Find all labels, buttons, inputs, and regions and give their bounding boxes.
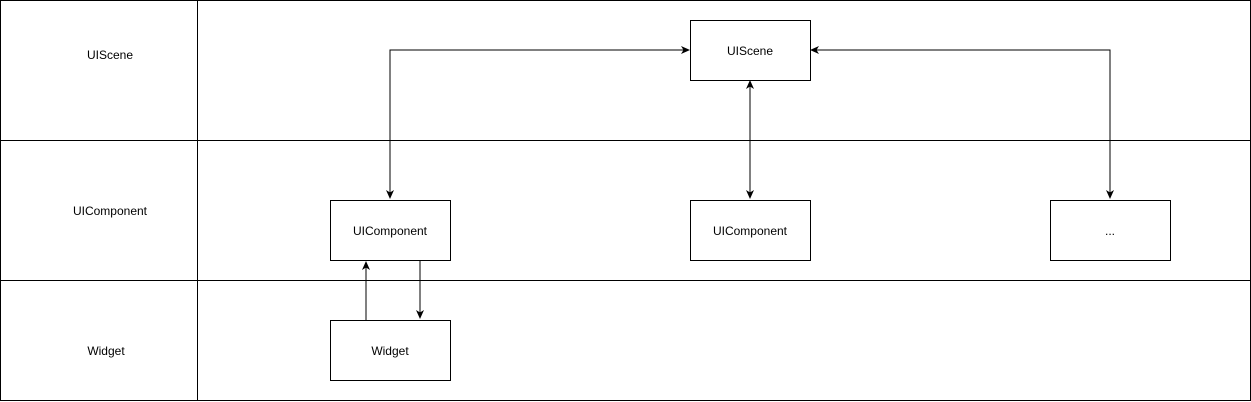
node-component-more[interactable]: ... <box>1050 200 1171 261</box>
node-widget[interactable]: Widget <box>330 320 451 381</box>
node-component-left[interactable]: UIComponent <box>330 200 451 261</box>
edge-scene-component-left <box>386 46 690 199</box>
edges <box>362 46 1114 320</box>
node-component-mid-label: UIComponent <box>713 224 788 238</box>
node-component-mid[interactable]: UIComponent <box>690 200 811 261</box>
node-scene[interactable]: UIScene <box>690 20 811 81</box>
node-widget-box <box>330 320 451 381</box>
node-component-left-box <box>330 200 451 261</box>
node-scene-label: UIScene <box>727 44 773 58</box>
node-component-more-box <box>1050 200 1171 261</box>
node-component-left-label: UIComponent <box>353 224 428 238</box>
node-component-more-label: ... <box>1105 224 1115 238</box>
lane-label-uicomponent: UIComponent <box>73 204 148 218</box>
edge-scene-component-more <box>810 46 1114 199</box>
node-widget-label: Widget <box>371 344 409 358</box>
node-scene-box <box>690 20 811 81</box>
lane-label-uiscene: UIScene <box>87 48 133 62</box>
node-component-mid-box <box>690 200 811 261</box>
lane-label-widget: Widget <box>87 344 125 358</box>
